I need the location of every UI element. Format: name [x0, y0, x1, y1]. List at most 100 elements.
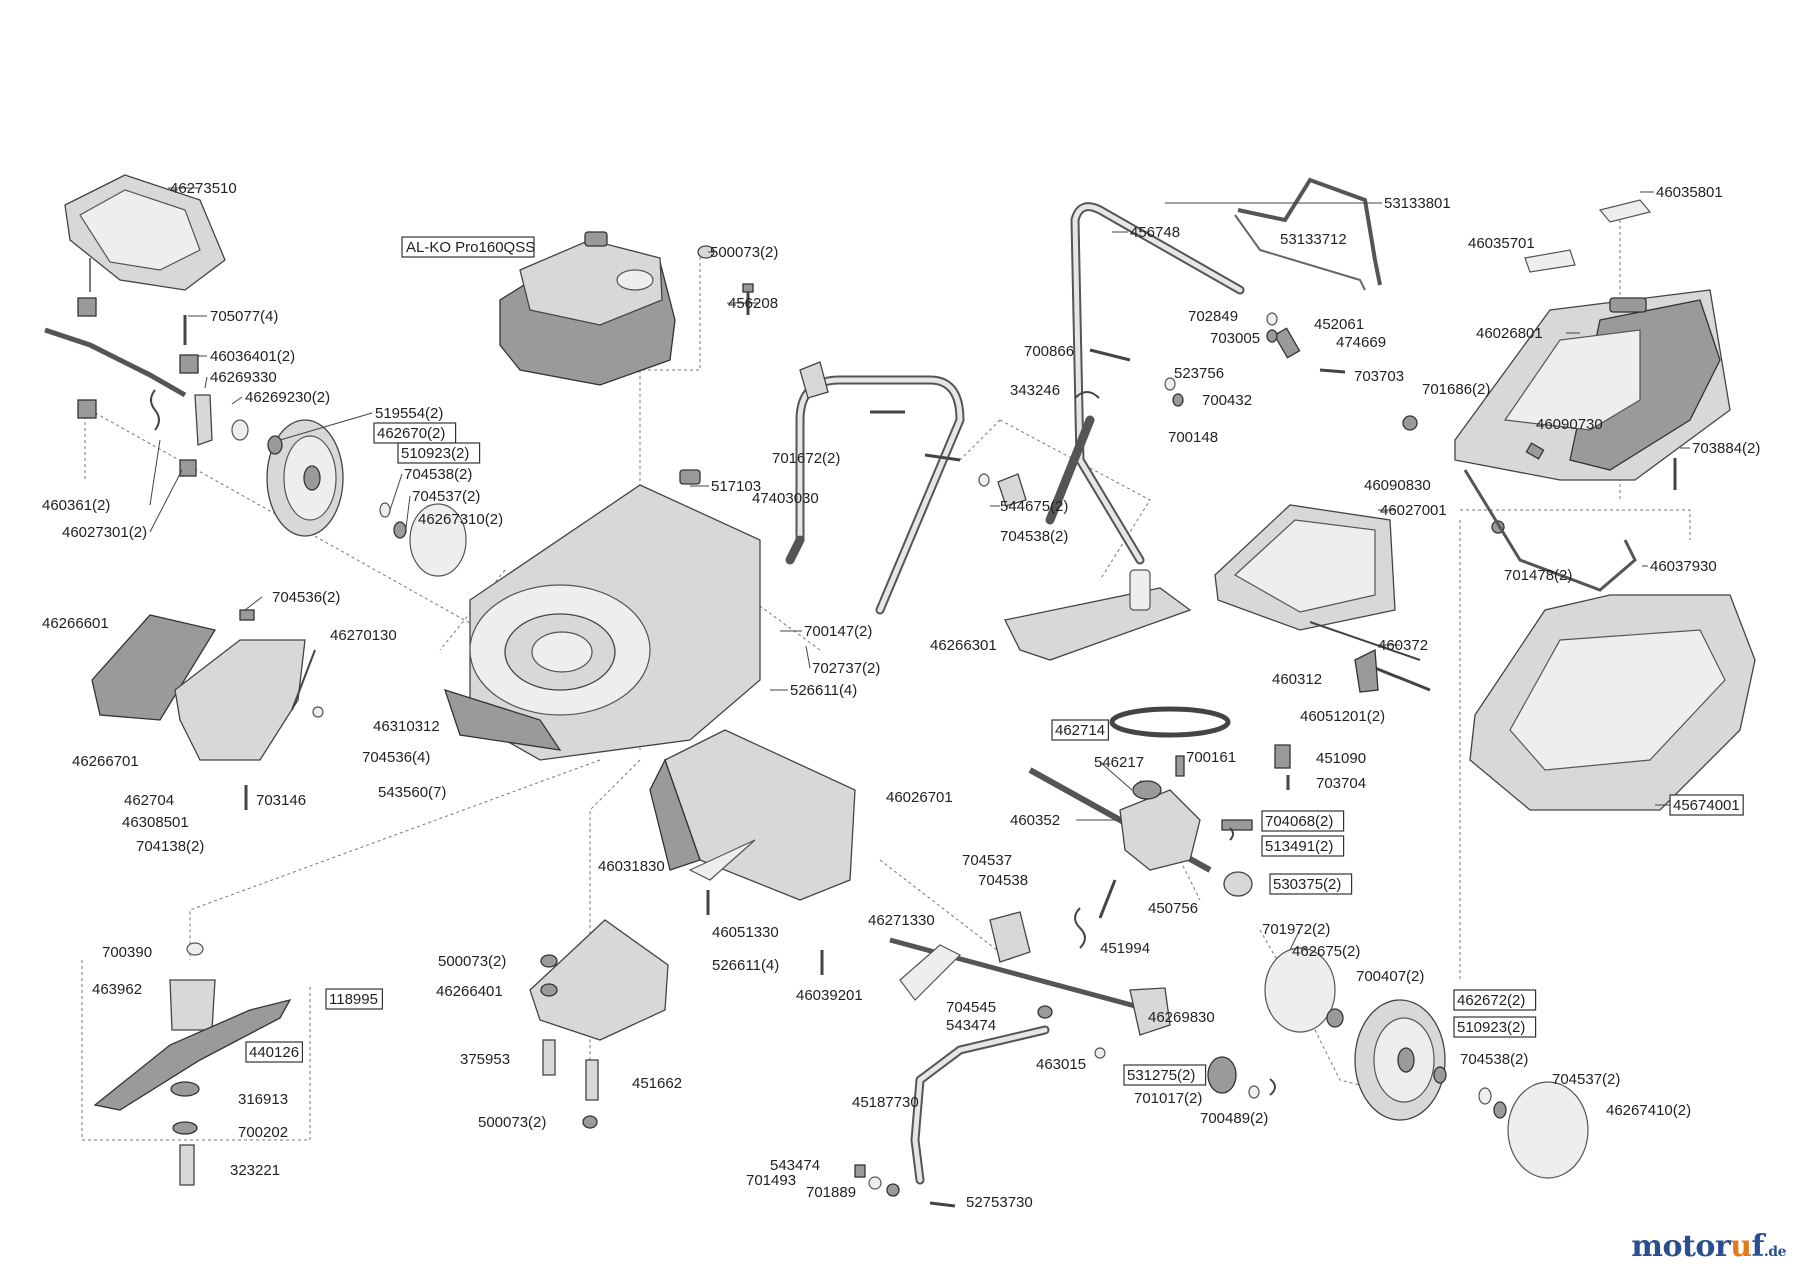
boxed-part-label-text-45674001: 45674001 [1673, 797, 1740, 814]
part-label-46269830: 46269830 [1148, 1009, 1215, 1026]
part-label-704545: 704545 [946, 999, 996, 1016]
part-label-705077: 705077(4) [210, 308, 278, 325]
part-label-523756: 523756 [1174, 365, 1224, 382]
part-label-462675: 462675(2) [1292, 943, 1360, 960]
boxed-part-label-510923a: 510923(2) [397, 442, 481, 464]
part-label-704536b: 704536(4) [362, 749, 430, 766]
part-label-47403030: 47403030 [752, 490, 819, 507]
part-label-543560: 543560(7) [378, 784, 446, 801]
grass-bag-top [1402, 199, 1731, 534]
part-label-46035801: 46035801 [1656, 184, 1723, 201]
part-label-46266701: 46266701 [72, 753, 139, 770]
part-label-46036401: 46036401(2) [210, 348, 295, 365]
part-label-460352: 460352 [1010, 812, 1060, 829]
rear-flap-part [64, 174, 226, 291]
part-label-703005: 703005 [1210, 330, 1260, 347]
part-label-46035701: 46035701 [1468, 235, 1535, 252]
upper-handle-part [1045, 177, 1382, 565]
part-label-704538a: 704538(2) [404, 466, 472, 483]
part-label-46267410: 46267410(2) [1606, 1102, 1691, 1119]
boxed-part-label-118995: 118995 [325, 988, 384, 1010]
mower-deck-part [443, 469, 761, 761]
part-label-460372: 460372 [1378, 637, 1428, 654]
part-label-323221: 323221 [230, 1162, 280, 1179]
part-label-700161: 700161 [1186, 749, 1236, 766]
part-label-500073c: 500073(2) [478, 1114, 546, 1131]
leader-lines [149, 191, 1690, 951]
part-label-46039201: 46039201 [796, 987, 863, 1004]
part-label-704537a: 704537(2) [412, 488, 480, 505]
boxed-part-label-text-704068: 704068(2) [1265, 813, 1333, 830]
part-label-460361: 460361(2) [42, 497, 110, 514]
part-label-46026801: 46026801 [1476, 325, 1543, 342]
bag-lid-46027001 [1214, 504, 1431, 693]
front-wheel-right [1264, 947, 1589, 1179]
gearbox-part [1028, 744, 1291, 949]
part-label-700432: 700432 [1202, 392, 1252, 409]
part-label-700147: 700147(2) [804, 623, 872, 640]
part-label-700489: 700489(2) [1200, 1110, 1268, 1127]
part-label-701889: 701889 [806, 1184, 856, 1201]
bolt-456208 [697, 245, 754, 315]
boxed-part-label-text-462714: 462714 [1055, 722, 1105, 739]
side-discharge-part [91, 609, 324, 810]
part-label-700390: 700390 [102, 944, 152, 961]
part-label-452061: 452061 [1314, 316, 1364, 333]
part-label-526611a: 526611(4) [790, 682, 857, 699]
part-label-544675: 544675(2) [1000, 498, 1068, 515]
part-label-456748: 456748 [1130, 224, 1180, 241]
drive-lever-and-axle [889, 911, 1276, 1099]
part-label-451090: 451090 [1316, 750, 1366, 767]
boxed-part-label-462672: 462672(2) [1453, 989, 1537, 1011]
part-label-46051330: 46051330 [712, 924, 779, 941]
boxed-part-label-text-118995: 118995 [329, 991, 378, 1008]
part-label-462704: 462704 [124, 792, 174, 809]
drive-belt-462714 [1109, 706, 1231, 738]
part-label-704538b: 704538(2) [1000, 528, 1068, 545]
part-label-463015: 463015 [1036, 1056, 1086, 1073]
part-label-46037930: 46037930 [1650, 558, 1717, 575]
part-label-46266301: 46266301 [930, 637, 997, 654]
part-label-456208: 456208 [728, 295, 778, 312]
part-label-703146: 703146 [256, 792, 306, 809]
grass-guide-46266301 [1004, 569, 1192, 661]
part-label-375953: 375953 [460, 1051, 510, 1068]
part-label-316913: 316913 [238, 1091, 288, 1108]
motoruf-watermark: motoruf.de [1631, 1229, 1786, 1264]
part-label-46266601: 46266601 [42, 615, 109, 632]
boxed-part-label-704068: 704068(2) [1261, 810, 1345, 832]
part-label-546217: 546217 [1094, 754, 1144, 771]
part-label-701478: 701478(2) [1504, 567, 1572, 584]
cover-plate-46266401 [529, 919, 669, 1129]
part-label-460312: 460312 [1272, 671, 1322, 688]
engine-model-text: AL-KO Pro160QSS [406, 239, 535, 256]
part-label-46269330: 46269330 [210, 369, 277, 386]
height-adjust-rod [44, 327, 213, 446]
part-label-701017: 701017(2) [1134, 1090, 1202, 1107]
part-label-703704: 703704 [1316, 775, 1366, 792]
part-label-53133712: 53133712 [1280, 231, 1347, 248]
part-label-474669: 474669 [1336, 334, 1386, 351]
blade-assembly-part [93, 942, 292, 1186]
part-label-701972: 701972(2) [1262, 921, 1330, 938]
part-label-704537c: 704537(2) [1552, 1071, 1620, 1088]
part-label-46090730: 46090730 [1536, 416, 1603, 433]
boxed-part-label-462670: 462670(2) [373, 422, 457, 444]
part-label-702737: 702737(2) [812, 660, 880, 677]
handle-rod-45187730 [854, 1025, 1050, 1208]
engine-model-label: AL-KO Pro160QSS [401, 236, 535, 258]
part-label-704138: 704138(2) [136, 838, 204, 855]
engine-part [499, 231, 676, 386]
part-label-700407: 700407(2) [1356, 968, 1424, 985]
boxed-part-label-text-462672: 462672(2) [1457, 992, 1525, 1009]
part-label-704538c: 704538 [978, 872, 1028, 889]
lower-handle-part [785, 361, 1027, 615]
part-label-46090830: 46090830 [1364, 477, 1431, 494]
dashed-assembly-guides [81, 220, 1691, 1141]
boxed-part-label-text-510923a: 510923(2) [401, 445, 469, 462]
part-label-517103: 517103 [711, 478, 761, 495]
part-label-700866: 700866 [1024, 343, 1074, 360]
part-label-46270130: 46270130 [330, 627, 397, 644]
part-label-703703: 703703 [1354, 368, 1404, 385]
part-label-701686: 701686(2) [1422, 381, 1490, 398]
